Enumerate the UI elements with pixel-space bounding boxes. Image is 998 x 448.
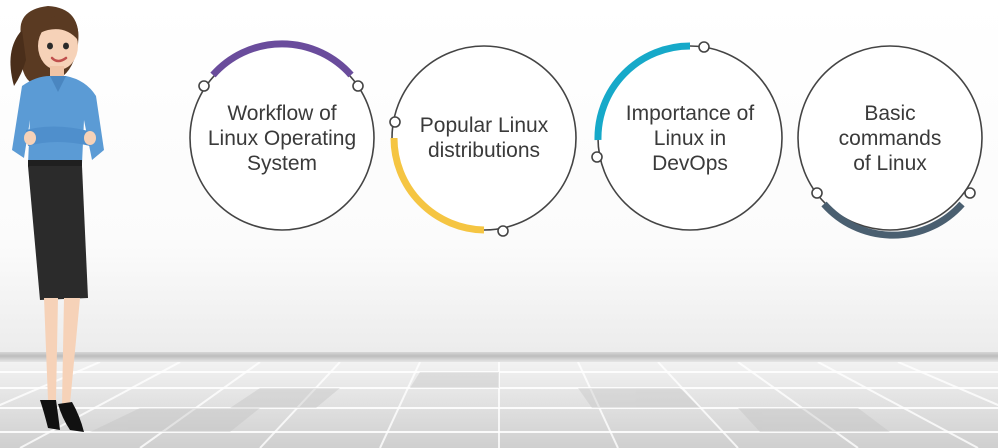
ring-node-right [352,80,364,92]
topic-circle-devops: Importance of Linux in DevOps [590,38,790,238]
tiled-floor [0,362,998,448]
accent-arc [821,201,965,239]
topic-label: Basic commands of Linux [838,101,942,175]
topic-circle-distributions: Popular Linux distributions [384,38,584,238]
topic-circle-commands: Basic commands of Linux [790,38,990,239]
topic-ring [389,45,577,237]
accent-arc [390,137,485,234]
topic-label: Popular Linux distributions [419,114,549,162]
ring-node-right [964,187,976,199]
ring-node-top [698,41,710,53]
ring-node-bottom [497,225,509,237]
accent-arc [594,42,691,141]
topic-ring [797,45,983,239]
ring-node-left [389,116,401,128]
ring-node-left [198,80,210,92]
ring-node-left [591,151,603,163]
topic-ring [591,41,783,231]
floor-baseboard [0,352,998,362]
accent-arc [210,40,354,78]
topic-circle-workflow: Workflow of Linux Operating System [182,38,382,238]
presenter-illustration [10,6,104,432]
ring-node-left [811,187,823,199]
topic-ring [189,40,375,231]
topic-label: Importance of Linux in DevOps [625,101,755,175]
topic-label: Workflow of Linux Operating System [207,101,357,175]
